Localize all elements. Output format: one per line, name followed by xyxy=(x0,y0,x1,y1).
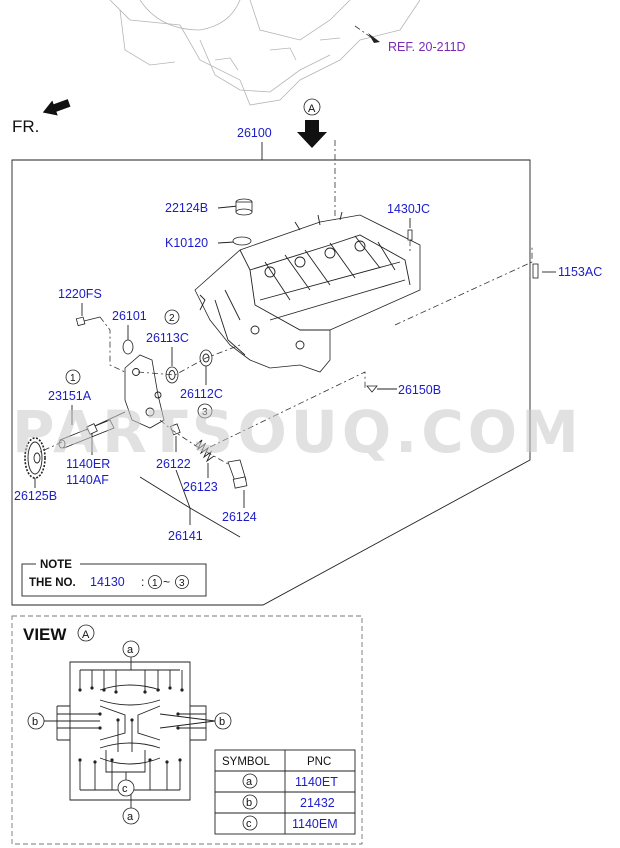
part-23151A-label[interactable]: 23151A xyxy=(48,389,92,403)
note-range-end-marker xyxy=(175,575,189,589)
part-22124B-label[interactable]: 22124B xyxy=(165,201,208,215)
part-26113C-label[interactable]: 26113C xyxy=(146,331,189,345)
part-1220FS-label[interactable]: 1220FS xyxy=(58,287,102,301)
note-range-start-marker xyxy=(148,575,162,589)
note-range-sep: : xyxy=(141,575,144,589)
part-1140AF-label[interactable]: 1140AF xyxy=(66,473,109,487)
gasket-ring xyxy=(122,339,134,355)
symbol-table-header-pnc: PNC xyxy=(307,756,331,768)
crankcase-ladder-frame xyxy=(194,211,421,373)
note-prefix: THE NO. xyxy=(29,577,76,589)
spring-26123 xyxy=(195,439,215,463)
plug-26124 xyxy=(227,459,248,489)
pin-26150B xyxy=(366,385,378,393)
assembly-frame xyxy=(11,159,531,606)
view-marker-c-letter: c xyxy=(122,783,128,795)
oil-filler-cap xyxy=(235,198,253,216)
plug-26122 xyxy=(169,423,181,436)
view-marker-c xyxy=(117,779,135,797)
view-marker-b-right-letter: b xyxy=(219,716,225,728)
part-26100-label[interactable]: 26100 xyxy=(237,126,272,140)
view-marker-a-top-letter: a xyxy=(127,644,134,656)
symbol-table-header-symbol: SYMBOL xyxy=(222,756,271,768)
front-arrow-icon xyxy=(42,99,71,116)
symbol-table-row-c-marker xyxy=(242,815,258,831)
symbol-table-row-c-symbol: c xyxy=(246,818,252,830)
symbol-table-row-a-marker xyxy=(242,773,258,789)
callout-1 xyxy=(65,369,81,385)
note-title: NOTE xyxy=(40,559,72,571)
seal-26113C xyxy=(165,366,179,384)
view-a-bolt-pattern xyxy=(44,657,216,808)
note-box: NOTE THE NO. 14130 : 1 ~ 3 xyxy=(21,556,207,597)
view-a-marker-letter: A xyxy=(308,103,316,115)
view-marker-a-bottom xyxy=(122,807,140,825)
symbol-table-row-b-symbol: b xyxy=(246,797,252,809)
part-26122-label[interactable]: 26122 xyxy=(156,457,191,471)
symbol-table-row-a-pnc[interactable]: 1140ET xyxy=(295,775,338,789)
symbol-table-row-a-symbol: a xyxy=(246,776,253,788)
callout-1-number: 1 xyxy=(70,373,76,384)
bolt-1140ER xyxy=(86,423,98,435)
view-letter-marker xyxy=(77,624,95,642)
symbol-table-row-c-pnc[interactable]: 1140EM xyxy=(292,817,338,831)
note-range-end: 3 xyxy=(179,578,185,589)
view-marker-b-left xyxy=(27,712,45,730)
part-1430JC-label[interactable]: 1430JC xyxy=(387,202,430,216)
plug-bolt xyxy=(532,263,539,279)
o-ring xyxy=(232,236,252,246)
symbol-table-row-b-marker xyxy=(242,794,258,810)
part-26150B-label[interactable]: 26150B xyxy=(398,383,441,397)
view-marker-b-left-letter: b xyxy=(32,716,38,728)
part-26123-label[interactable]: 26123 xyxy=(183,480,218,494)
bolt-1220FS xyxy=(75,316,101,327)
part-26101-label[interactable]: 26101 xyxy=(112,309,147,323)
view-marker-a-bottom-letter: a xyxy=(127,811,134,823)
reference-arrow-icon xyxy=(368,33,380,43)
part-K10120-label[interactable]: K10120 xyxy=(165,236,208,250)
view-a-marker xyxy=(303,98,321,116)
part-26125B-label[interactable]: 26125B xyxy=(14,489,57,503)
part-1153AC-label[interactable]: 1153AC xyxy=(558,265,602,279)
dowel-pin xyxy=(407,229,413,241)
part-26141-label[interactable]: 26141 xyxy=(168,529,203,543)
note-range-start: 1 xyxy=(152,578,158,589)
note-tilde: ~ xyxy=(163,575,170,589)
note-pnc[interactable]: 14130 xyxy=(90,575,125,589)
callout-2-number: 2 xyxy=(169,313,175,324)
reference-link[interactable]: REF. 20-211D xyxy=(388,40,466,54)
view-a-frame xyxy=(11,615,363,845)
view-title: VIEW xyxy=(23,625,67,644)
part-1140ER-label[interactable]: 1140ER xyxy=(66,457,110,471)
callout-3 xyxy=(197,403,213,419)
callout-2 xyxy=(164,309,180,325)
view-direction-arrow-icon xyxy=(297,120,327,148)
sprocket-26125B xyxy=(24,437,46,479)
symbol-table-row-b-pnc[interactable]: 21432 xyxy=(300,796,335,810)
symbol-table: SYMBOL PNC a 1140ET b 21432 c 1140EM xyxy=(214,749,356,835)
watermark: PARTSOUQ.COM xyxy=(12,398,583,466)
front-label: FR. xyxy=(12,117,39,136)
view-letter: A xyxy=(82,629,90,641)
engine-block-ghost xyxy=(109,0,421,106)
callout-3-number: 3 xyxy=(202,407,208,418)
view-marker-b-right xyxy=(214,712,232,730)
view-marker-a-top xyxy=(122,640,140,658)
part-26124-label[interactable]: 26124 xyxy=(222,510,257,524)
part-26112C-label[interactable]: 26112C xyxy=(180,387,223,401)
